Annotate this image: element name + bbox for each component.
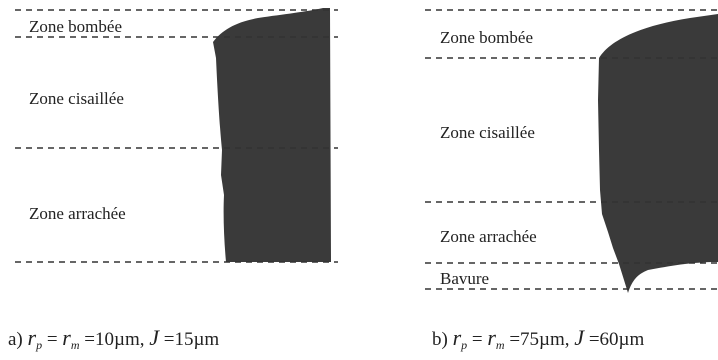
caption-a-rp-sub: p: [36, 338, 43, 352]
panel-b-caption: b) rp = rm =75µm, J =60µm: [432, 325, 645, 352]
caption-b-rm-sub: m: [495, 338, 505, 352]
panel-a-sheared-edge-profile: [213, 8, 331, 262]
caption-b-j-symbol: J: [574, 325, 585, 350]
caption-b-r-value: =75µm,: [509, 329, 570, 350]
caption-b-j-value: =60µm: [588, 329, 645, 350]
panel-b-label-cisaillee: Zone cisaillée: [440, 123, 535, 142]
caption-b-equals: =: [471, 329, 483, 350]
caption-a-equals: =: [46, 329, 58, 350]
caption-b-prefix: b): [432, 329, 448, 350]
panel-b-sheared-edge-profile: [598, 14, 718, 293]
panel-b-zone-boundaries: [425, 9, 718, 290]
panel-a-label-bombee: Zone bombée: [29, 17, 122, 36]
panel-b-label-bombee: Zone bombée: [440, 28, 533, 47]
caption-a-rm-sub: m: [70, 338, 80, 352]
caption-a-r-value: =10µm,: [84, 329, 145, 350]
caption-a-rm-symbol: r: [62, 325, 71, 350]
caption-a-prefix: a): [8, 329, 23, 350]
caption-a-j-value: =15µm: [163, 329, 220, 350]
caption-a-rp-symbol: r: [27, 325, 37, 350]
caption-a-j-symbol: J: [149, 325, 159, 350]
caption-b-rp-sub: p: [461, 338, 468, 352]
caption-b-rp-symbol: r: [452, 325, 462, 350]
panel-b-label-bavure: Bavure: [440, 269, 490, 288]
panel-a-zone-boundaries: [15, 9, 338, 263]
caption-b-rm-symbol: r: [487, 325, 496, 350]
panel-a-caption: a) rp = rm =10µm, J =15µm: [8, 325, 220, 352]
panel-a-label-cisaillee: Zone cisaillée: [29, 89, 124, 108]
panel-b-label-arrachee: Zone arrachée: [440, 227, 537, 246]
panel-a-label-arrachee: Zone arrachée: [29, 204, 126, 223]
